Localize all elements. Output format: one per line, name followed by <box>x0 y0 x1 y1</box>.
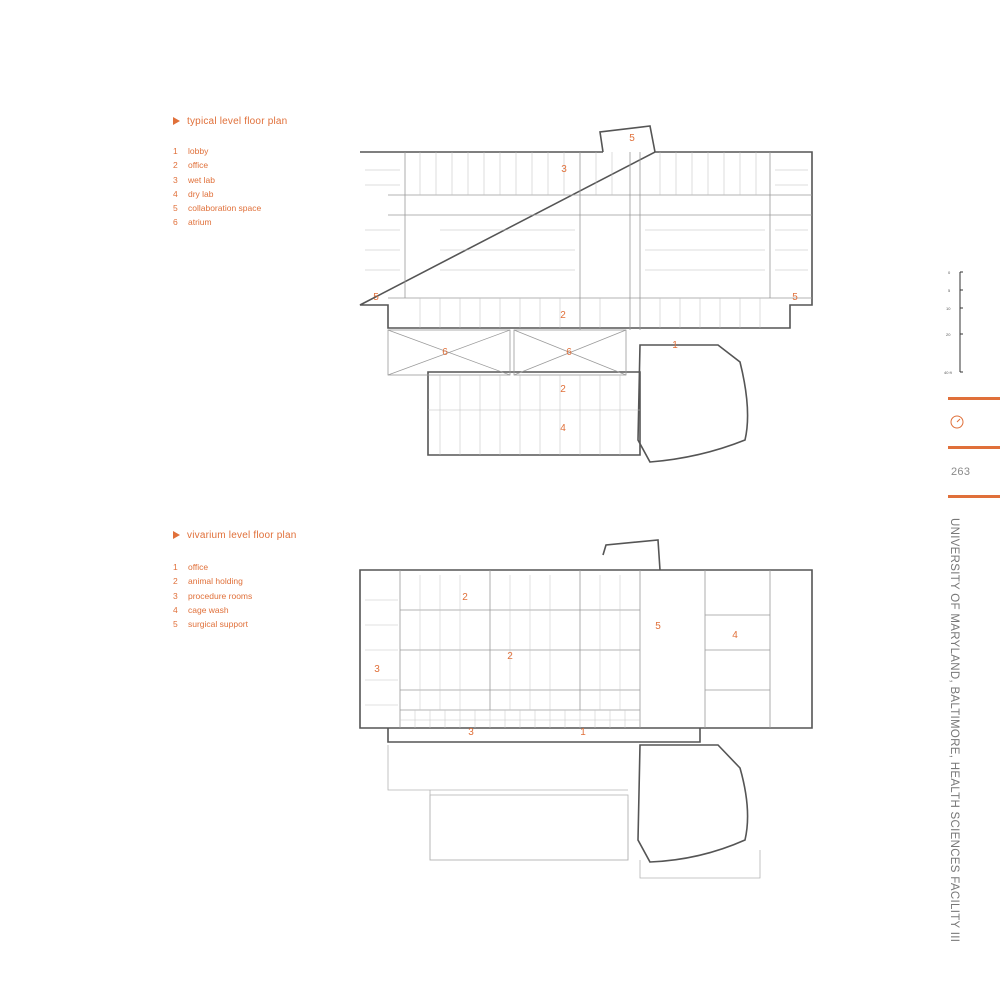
plan-label: 2 <box>560 310 566 321</box>
scale-tick-label: 20 <box>946 332 951 337</box>
scale-bar: 0 5 10 20 40 ft <box>944 270 963 375</box>
plan-label: 5 <box>373 292 379 303</box>
vivarium-plan-title: vivarium level floor plan <box>173 530 297 541</box>
page-number: 263 <box>951 466 971 478</box>
scale-tick-label: 5 <box>948 288 951 293</box>
plan-label: 6 <box>566 347 572 358</box>
plan-label: 1 <box>672 340 678 351</box>
arrow-right-icon <box>173 531 180 539</box>
plan-label: 6 <box>442 347 448 358</box>
sidebar-divider <box>948 495 1000 498</box>
project-title: UNIVERSITY OF MARYLAND, BALTIMORE, HEALT… <box>948 518 960 943</box>
plan-label: 5 <box>655 621 661 632</box>
typical-floor-plan-drawing: 5 3 5 5 2 6 6 1 2 4 <box>359 125 813 463</box>
scale-tick-label: 10 <box>946 306 951 311</box>
scale-tick-label: 40 ft <box>944 370 953 375</box>
plan-label: 3 <box>468 727 474 738</box>
arrow-right-icon <box>173 117 180 125</box>
vivarium-plan-title-text: vivarium level floor plan <box>187 530 297 541</box>
sidebar-divider <box>948 397 1000 400</box>
plan-label: 2 <box>560 384 566 395</box>
typical-plan-title-text: typical level floor plan <box>187 116 288 127</box>
plan-label: 4 <box>732 630 738 641</box>
vivarium-floor-plan-drawing: 2 2 3 5 4 3 1 <box>359 539 813 879</box>
plan-label: 1 <box>580 727 586 738</box>
plan-label: 3 <box>561 164 567 175</box>
plan-label: 4 <box>560 423 566 434</box>
typical-plan-title: typical level floor plan <box>173 116 287 127</box>
scale-tick-label: 0 <box>948 270 951 275</box>
vivarium-outline <box>359 569 813 729</box>
plan-label: 2 <box>507 651 513 662</box>
clock-icon <box>950 415 964 429</box>
plan-label: 5 <box>629 133 635 144</box>
sidebar-divider <box>948 446 1000 449</box>
plan-label: 3 <box>374 664 380 675</box>
plan-label: 2 <box>462 592 468 603</box>
typical-outline <box>359 151 813 329</box>
plan-label: 5 <box>792 292 798 303</box>
